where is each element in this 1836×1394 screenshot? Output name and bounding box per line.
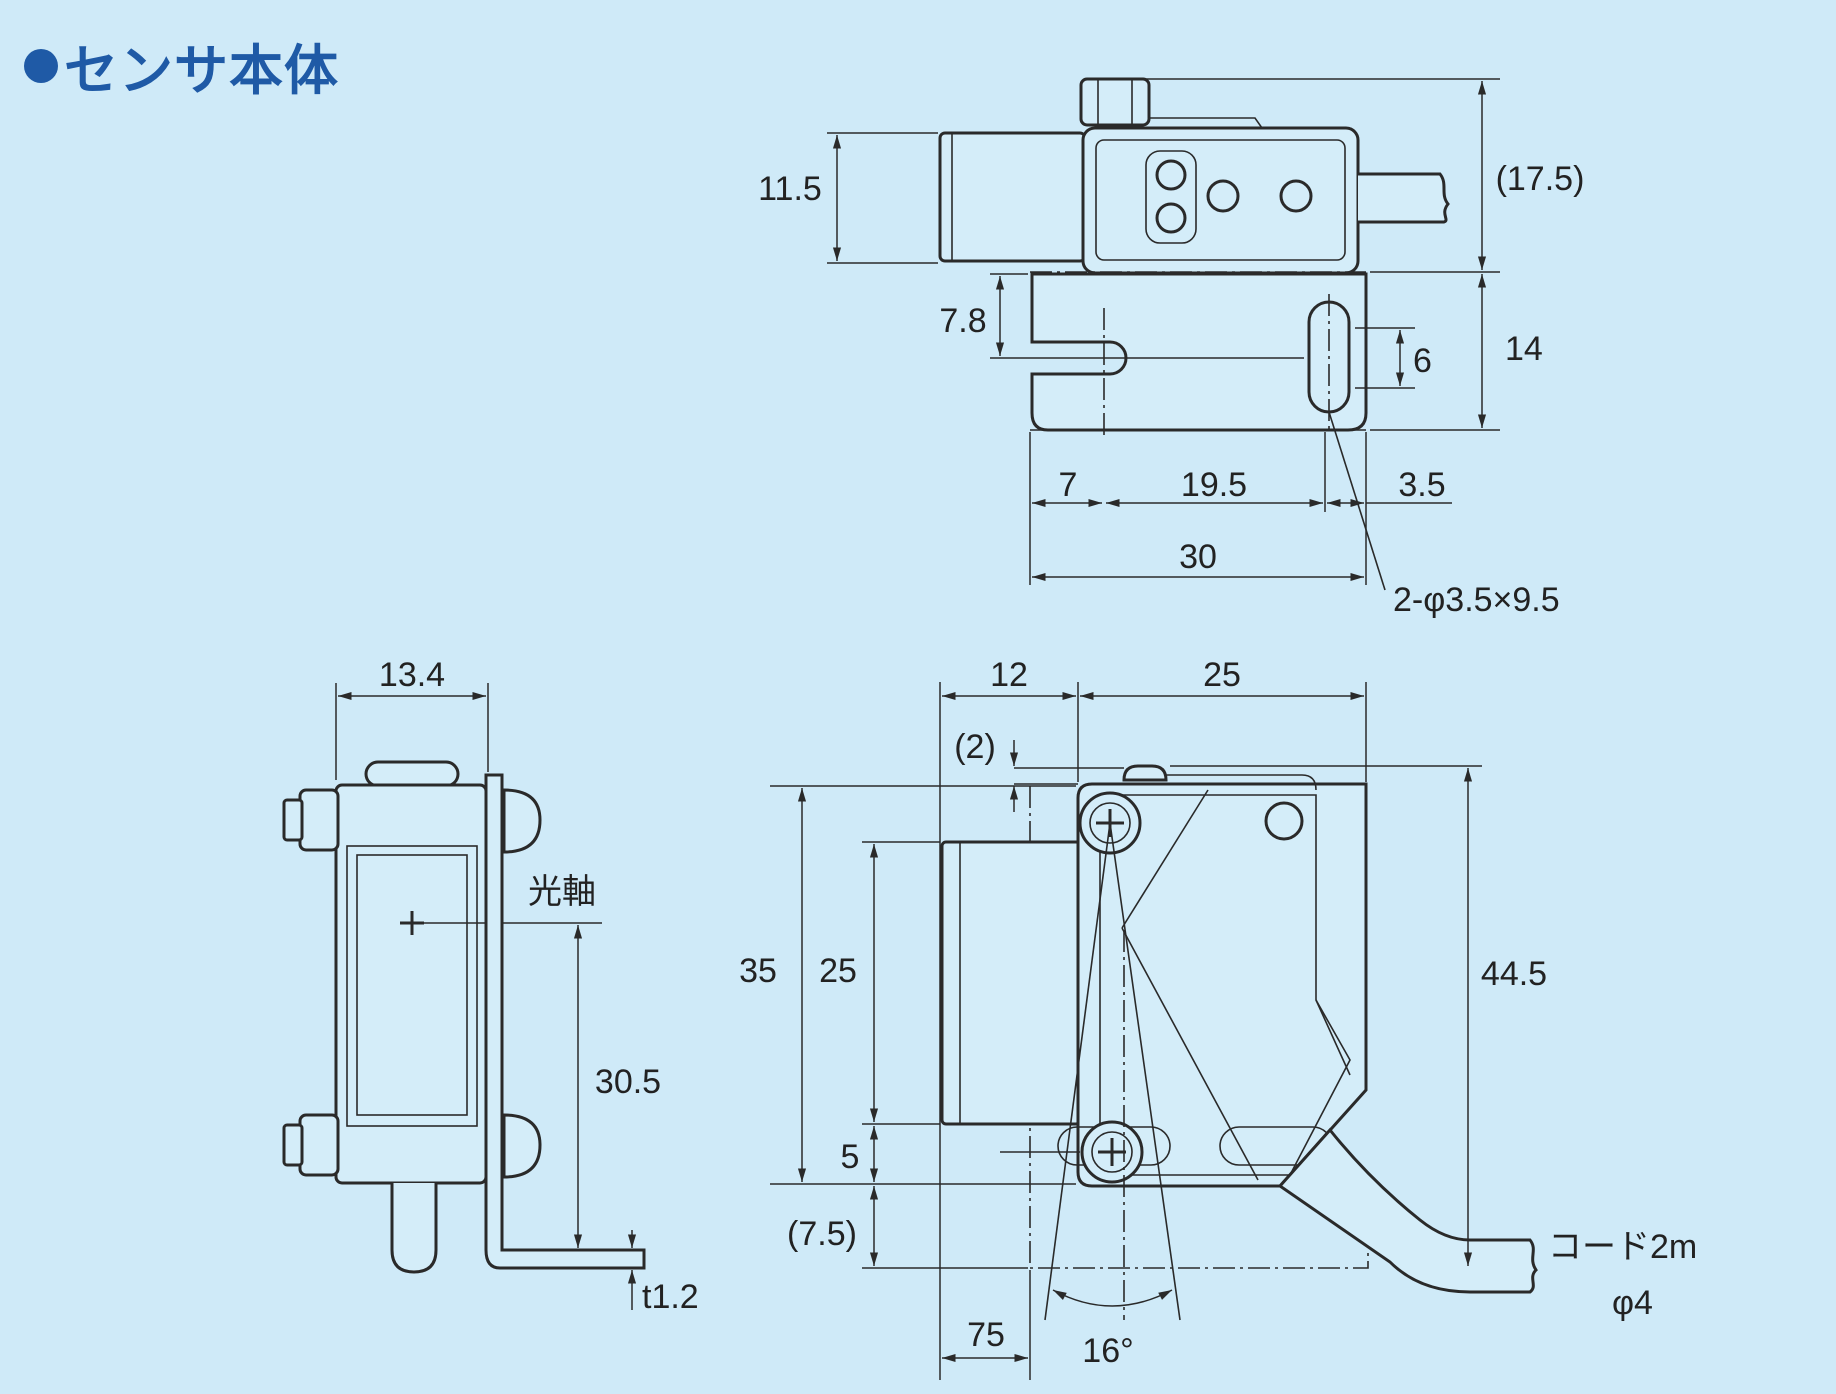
section-title-text: センサ本体 [64,39,339,102]
dim-side-35: 35 [739,952,777,990]
dim-top-19-5: 19.5 [1181,466,1247,504]
indicator-led-icon [1155,202,1187,234]
side-lens-housing [940,840,1082,1126]
top-view: 11.5 (17.5) 14 7.8 6 [758,77,1585,619]
dim-side-25-top: 25 [1203,656,1241,694]
front-view: 光軸 13.4 30.5 t1.2 [282,656,699,1316]
cord-diameter-label: φ4 [1612,1284,1653,1322]
front-cable [390,1183,438,1274]
dim-side-25-lens: 25 [819,952,857,990]
front-bracket [484,773,646,1270]
dim-side-5: 5 [841,1138,860,1176]
cord-label: コード2m [1548,1228,1697,1266]
side-view: 16° 12 25 (2) 35 25 [739,656,1697,1380]
adjust-knob-icon [1206,179,1240,213]
top-cable [1358,172,1450,224]
dim-side-gap: (2) [954,728,996,766]
title-bullet-icon [24,48,58,83]
dim-top-30: 30 [1179,538,1217,576]
front-bolt-icon [298,788,340,852]
optical-axis-label: 光軸 [528,873,596,911]
dim-side-75: 75 [967,1316,1005,1354]
dim-top-7: 7 [1059,466,1078,504]
adjust-knob-icon [1279,179,1313,213]
dim-top-3-5: 3.5 [1398,466,1445,504]
dim-top-14: 14 [1505,330,1543,368]
dim-front-t1-2: t1.2 [642,1278,699,1316]
hole-spec-label: 2-φ3.5×9.5 [1393,581,1560,619]
front-bolt-icon [298,1113,340,1177]
section-title: センサ本体 [24,26,339,105]
dim-top-7-8: 7.8 [939,302,986,340]
top-nut [1079,77,1151,127]
top-lens-housing [938,131,1087,263]
dim-top-11-5: 11.5 [758,170,822,208]
dim-side-12: 12 [990,656,1028,694]
dim-side-44-5: 44.5 [1481,955,1547,993]
dim-side-angle: 16° [1082,1332,1133,1370]
front-sensor-body [334,783,488,1185]
dim-top-6: 6 [1413,342,1432,380]
indicator-led-icon [1155,159,1187,191]
dim-front-30-5: 30.5 [595,1063,661,1101]
top-sensor-body [1081,126,1360,275]
dim-front-13-4: 13.4 [379,656,445,694]
front-lens-window [346,845,478,1127]
side-adjust-knob-icon [1264,801,1304,841]
top-indicator-frame [1145,150,1197,244]
dim-top-17-5: (17.5) [1496,160,1585,198]
dim-side-7-5: (7.5) [787,1215,857,1253]
top-bracket [1030,272,1368,432]
